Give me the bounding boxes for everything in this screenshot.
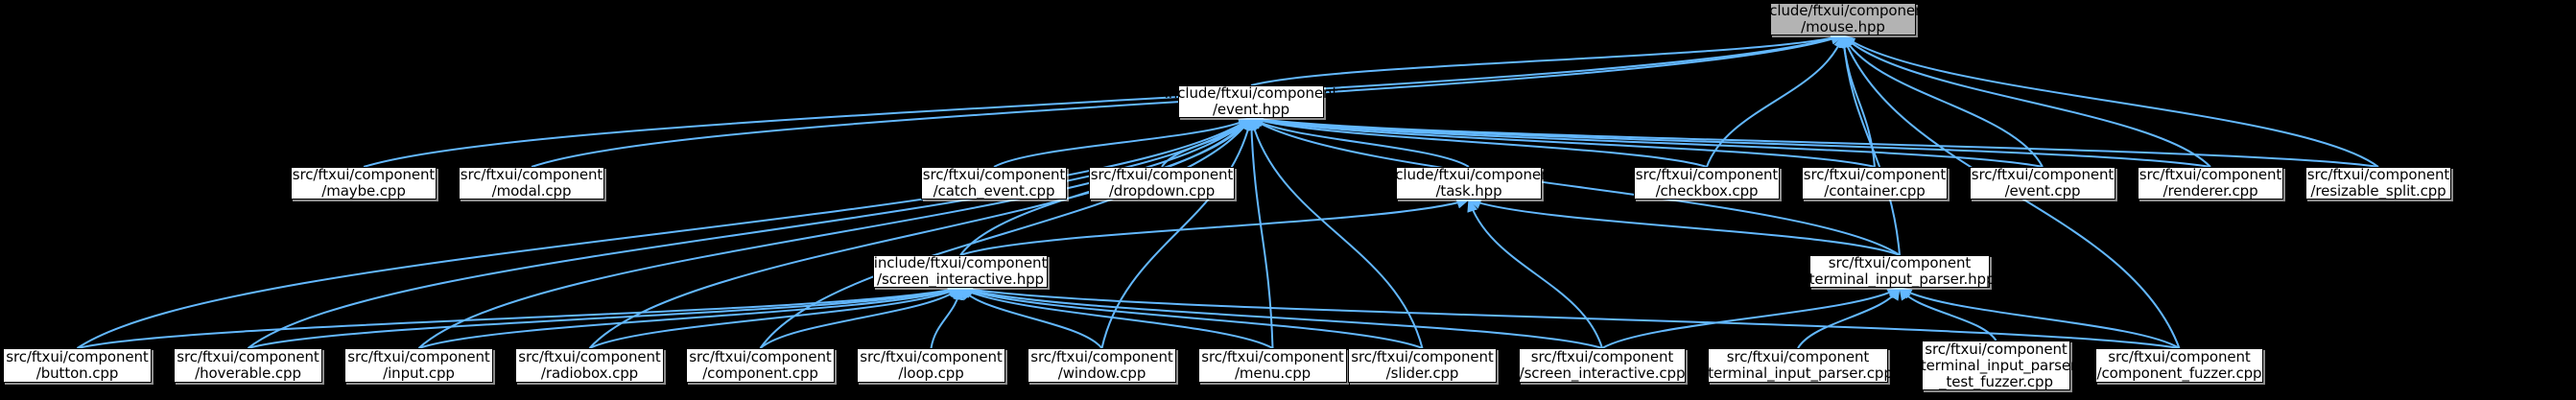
graph-node-component-fuzzer-cpp[interactable]: src/ftxui/component /component_fuzzer.cp…: [2095, 348, 2263, 383]
graph-node-label: include/ftxui/component /screen_interact…: [873, 254, 1048, 288]
graph-edge-renderer-cpp-to-mouse-hpp: [1842, 34, 2211, 168]
graph-edge-resizable-split-cpp-to-event-hpp: [1249, 114, 2379, 168]
graph-node-label: src/ftxui/component /menu.cpp: [1201, 348, 1344, 382]
graph-node-input-cpp[interactable]: src/ftxui/component /input.cpp: [344, 348, 493, 383]
graph-edge-container-cpp-to-event-hpp: [1249, 115, 1876, 168]
graph-edge-hoverable-cpp-to-screen-interactive-hpp: [248, 285, 962, 349]
graph-node-slider-cpp[interactable]: src/ftxui/component /slider.cpp: [1348, 348, 1497, 383]
graph-node-label: src/ftxui/component /modal.cpp: [460, 166, 603, 200]
graph-node-loop-cpp[interactable]: src/ftxui/component /loop.cpp: [857, 348, 1005, 383]
graph-node-label: src/ftxui/component /component_fuzzer.cp…: [2096, 348, 2262, 382]
graph-edge-slider-cpp-to-event-hpp: [1248, 116, 1424, 349]
graph-node-menu-cpp[interactable]: src/ftxui/component /menu.cpp: [1198, 348, 1347, 383]
graph-node-label: src/ftxui/component /catch_event.cpp: [922, 166, 1066, 200]
graph-node-maybe-cpp[interactable]: src/ftxui/component /maybe.cpp: [291, 167, 437, 200]
graph-node-task-hpp[interactable]: include/ftxui/component /task.hpp: [1383, 167, 1555, 200]
graph-node-label: src/ftxui/component /checkbox.cpp: [1635, 166, 1779, 200]
graph-node-label: src/ftxui/component /terminal_input_pars…: [1915, 340, 2077, 390]
graph-node-label: src/ftxui/component /terminal_input_pars…: [1703, 348, 1893, 382]
graph-node-label: src/ftxui/component /maybe.cpp: [292, 166, 436, 200]
graph-edge-terminal-input-parser-cpp-to-terminal-input-parser-hpp: [1797, 286, 1901, 349]
graph-edge-screen-interactive-cpp-to-terminal-input-parser-hpp: [1601, 287, 1902, 349]
graph-edge-checkbox-cpp-to-event-hpp: [1249, 116, 1708, 168]
graph-node-event-hpp[interactable]: include/ftxui/component /event.hpp: [1165, 85, 1337, 118]
graph-edge-menu-cpp-to-screen-interactive-hpp: [958, 287, 1273, 349]
graph-node-catch-event-cpp[interactable]: src/ftxui/component /catch_event.cpp: [921, 167, 1067, 200]
graph-node-label: src/ftxui/component /screen_interactive.…: [1519, 348, 1686, 382]
graph-edge-event-cpp-to-mouse-hpp: [1842, 34, 2044, 168]
graph-edge-event-cpp-to-event-hpp: [1249, 115, 2044, 168]
graph-edge-task-hpp-to-event-hpp: [1249, 117, 1470, 168]
graph-edge-event-hpp-to-mouse-hpp: [1250, 33, 1845, 86]
graph-node-container-cpp[interactable]: src/ftxui/component /container.cpp: [1802, 167, 1948, 200]
graph-node-label: src/ftxui/component /event.cpp: [1971, 166, 2115, 200]
graph-node-resizable-split-cpp[interactable]: src/ftxui/component /resizable_split.cpp: [2305, 167, 2451, 200]
graph-edge-terminal-input-parser-hpp-to-task-hpp: [1467, 199, 1901, 256]
graph-edge-screen-interactive-hpp-to-task-hpp: [959, 198, 1471, 256]
graph-node-mouse-hpp[interactable]: include/ftxui/component /mouse.hpp: [1757, 3, 1929, 35]
graph-node-label: src/ftxui/component /hoverable.cpp: [177, 348, 319, 382]
graph-edge-component-fuzzer-cpp-to-terminal-input-parser-hpp: [1898, 287, 2181, 349]
graph-node-label: src/ftxui/component /loop.cpp: [860, 348, 1003, 382]
graph-edge-catch-event-cpp-to-event-hpp: [993, 117, 1253, 168]
graph-node-terminal-input-parser-test-fuzzer-cpp[interactable]: src/ftxui/component /terminal_input_pars…: [1916, 341, 2076, 390]
graph-edge-terminal-input-parser-hpp-to-mouse-hpp: [1838, 34, 1901, 256]
graph-edge-input-cpp-to-screen-interactive-hpp: [418, 286, 962, 349]
graph-node-label: src/ftxui/component /radiobox.cpp: [518, 348, 661, 382]
graph-node-label: src/ftxui/component /button.cpp: [6, 348, 149, 382]
graph-edge-input-cpp-to-event-hpp: [417, 117, 1253, 349]
graph-edge-radiobox-cpp-to-event-hpp: [588, 116, 1252, 349]
graph-node-window-cpp[interactable]: src/ftxui/component /window.cpp: [1028, 348, 1176, 383]
graph-edge-button-cpp-to-screen-interactive-hpp: [77, 285, 962, 349]
graph-node-label: src/ftxui/component /input.cpp: [347, 348, 490, 382]
graph-edge-component-cpp-to-event-hpp: [759, 116, 1252, 349]
graph-edge-checkbox-cpp-to-mouse-hpp: [1706, 34, 1844, 168]
graph-edge-component-fuzzer-cpp-to-screen-interactive-hpp: [958, 284, 2180, 349]
graph-node-label: src/ftxui/component /terminal_input_pars…: [1804, 254, 1996, 288]
graph-node-label: src/ftxui/component /container.cpp: [1803, 166, 1947, 200]
graph-edge-terminal-input-parser-hpp-to-event-hpp: [1249, 117, 1901, 256]
graph-node-hoverable-cpp[interactable]: src/ftxui/component /hoverable.cpp: [174, 348, 322, 383]
graph-edge-radiobox-cpp-to-screen-interactive-hpp: [589, 287, 962, 349]
graph-node-dropdown-cpp[interactable]: src/ftxui/component /dropdown.cpp: [1089, 167, 1235, 200]
graph-node-screen-interactive-hpp[interactable]: include/ftxui/component /screen_interact…: [873, 255, 1048, 288]
graph-node-terminal-input-parser-hpp[interactable]: src/ftxui/component /terminal_input_pars…: [1805, 255, 1995, 288]
graph-node-screen-interactive-cpp[interactable]: src/ftxui/component /screen_interactive.…: [1519, 348, 1686, 383]
graph-node-label: src/ftxui/component /renderer.cpp: [2139, 166, 2282, 200]
graph-node-label: src/ftxui/component /dropdown.cpp: [1090, 166, 1234, 200]
graph-edge-component-cpp-to-screen-interactive-hpp: [759, 287, 962, 349]
graph-node-component-cpp[interactable]: src/ftxui/component /component.cpp: [686, 348, 835, 383]
graph-node-button-cpp[interactable]: src/ftxui/component /button.cpp: [3, 348, 152, 383]
graph-node-terminal-input-parser-cpp[interactable]: src/ftxui/component /terminal_input_pars…: [1703, 348, 1893, 383]
graph-edge-menu-cpp-to-event-hpp: [1245, 116, 1274, 349]
graph-edge-hoverable-cpp-to-event-hpp: [247, 117, 1253, 349]
graph-edge-resizable-split-cpp-to-mouse-hpp: [1841, 35, 2379, 168]
graph-node-label: include/ftxui/component /event.hpp: [1164, 84, 1338, 118]
graph-node-label: src/ftxui/component /component.cpp: [689, 348, 832, 382]
graph-node-modal-cpp[interactable]: src/ftxui/component /modal.cpp: [459, 167, 604, 200]
graph-edge-maybe-cpp-to-mouse-hpp: [363, 34, 1845, 168]
graph-node-label: include/ftxui/component /task.hpp: [1382, 166, 1556, 200]
graph-edge-slider-cpp-to-screen-interactive-hpp: [958, 287, 1423, 349]
graph-edge-loop-cpp-to-screen-interactive-hpp: [930, 286, 964, 349]
graph-node-event-cpp[interactable]: src/ftxui/component /event.cpp: [1970, 167, 2115, 200]
graph-node-label: include/ftxui/component /mouse.hpp: [1756, 2, 1930, 35]
graph-node-checkbox-cpp[interactable]: src/ftxui/component /checkbox.cpp: [1634, 167, 1780, 200]
graph-node-label: src/ftxui/component /window.cpp: [1030, 348, 1173, 382]
graph-edge-screen-interactive-cpp-to-screen-interactive-hpp: [958, 286, 1603, 349]
graph-node-radiobox-cpp[interactable]: src/ftxui/component /radiobox.cpp: [515, 348, 664, 383]
graph-edge-button-cpp-to-event-hpp: [76, 117, 1253, 349]
graph-node-label: src/ftxui/component /slider.cpp: [1351, 348, 1494, 382]
graph-node-label: src/ftxui/component /resizable_split.cpp: [2306, 166, 2450, 200]
graph-edge-screen-interactive-cpp-to-task-hpp: [1467, 198, 1603, 349]
graph-node-renderer-cpp[interactable]: src/ftxui/component /renderer.cpp: [2138, 167, 2283, 200]
